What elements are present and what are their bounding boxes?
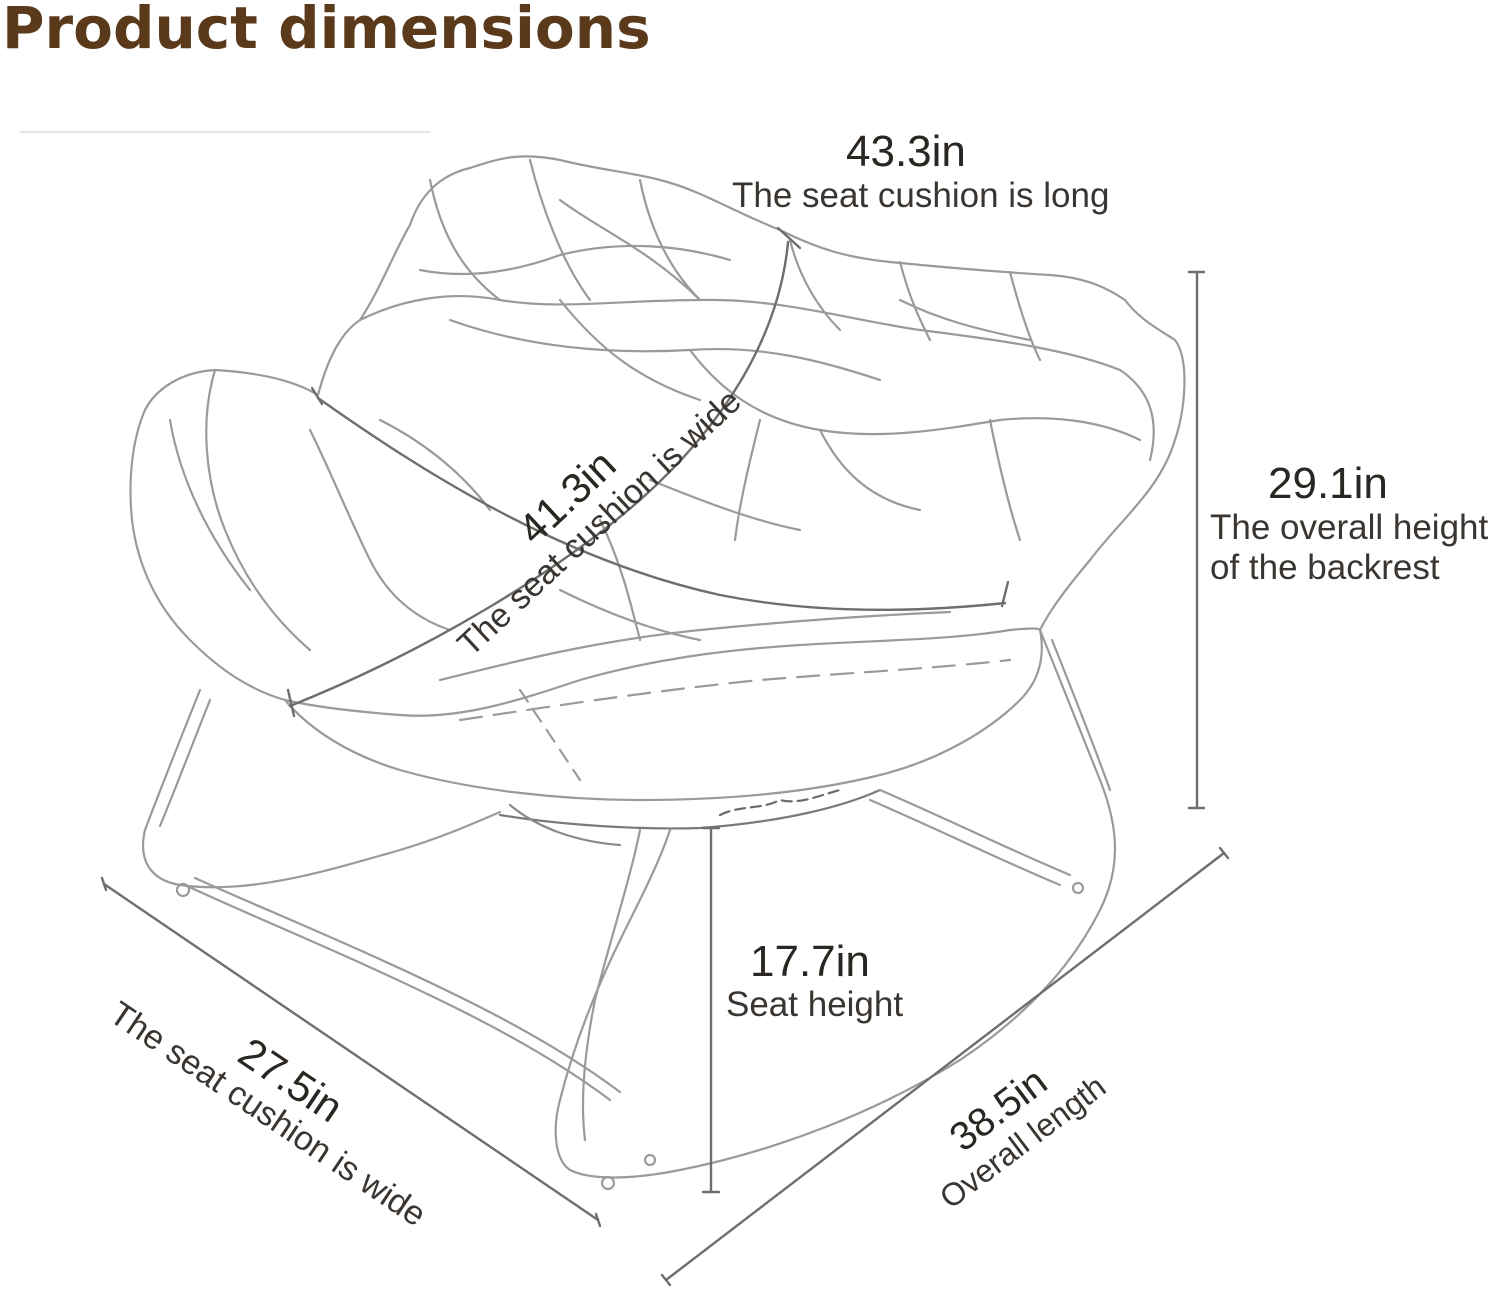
- seat-height-caption: Seat height: [726, 985, 904, 1024]
- cushion-long-caption: The seat cushion is long: [732, 176, 1110, 215]
- backrest-height-caption-line2: of the backrest: [1210, 548, 1440, 587]
- backrest-height-value: 29.1in: [1268, 459, 1388, 508]
- backrest-height-caption-line1: The overall height: [1210, 508, 1489, 547]
- backrest-outline: [316, 155, 1186, 632]
- rocker-frame-left: [141, 688, 502, 889]
- page-title: Product dimensions: [2, 0, 651, 62]
- cushion-long-value: 43.3in: [846, 127, 966, 176]
- seat-height-value: 17.7in: [750, 937, 870, 986]
- rocker-frame-right: [554, 628, 1117, 1179]
- seat-cushion-outline: [283, 628, 1043, 802]
- dim-line-cushion-wide: [288, 240, 790, 708]
- dim-line-cushion-long: [316, 396, 1007, 612]
- dim-line-overall-length: [664, 851, 1226, 1282]
- dim-line-seat-depth: [102, 882, 600, 1222]
